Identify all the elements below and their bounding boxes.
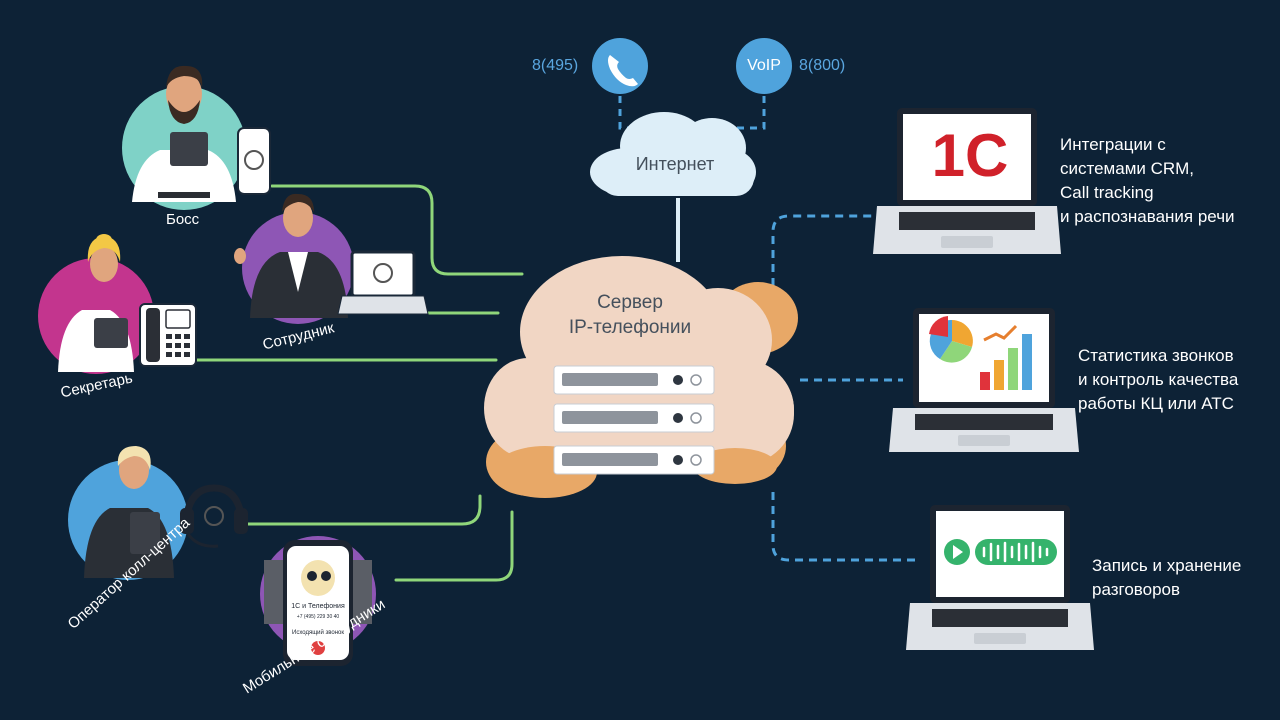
mobile-call-status: Исходящий звонок: [292, 630, 344, 636]
phone-node: [592, 38, 648, 94]
mobile-app-name: 1С и Телефония: [291, 603, 345, 610]
voip-node: [736, 38, 792, 94]
audio-player-icon: [944, 539, 1057, 565]
headset-icon: [180, 484, 248, 548]
server-unit: [553, 445, 715, 475]
label-boss: Босс: [166, 211, 200, 228]
brand-logo-1c: 1С: [931, 122, 1009, 189]
feature-statistics-line: Статистика звонков: [1078, 346, 1234, 365]
feature-statistics: Статистика звонков и контроль качества р…: [1078, 344, 1238, 416]
phone-number-left: 8(495): [532, 57, 579, 74]
laptop-integration: [873, 108, 1061, 254]
phone-handset-icon: [608, 55, 638, 87]
server-racks: [553, 365, 715, 475]
feature-integration-line: Интеграции с: [1060, 135, 1166, 154]
feature-integration-line: и распознавания речи: [1060, 207, 1235, 226]
dashed-connectors-right: [771, 214, 920, 562]
phone-number-right: 8(800): [799, 57, 846, 74]
feature-integration: Интеграции с системами CRM, Call trackin…: [1060, 133, 1235, 229]
operator-avatar: [68, 446, 188, 580]
green-connection-lines: [194, 184, 524, 582]
desk-phone-icon: [139, 303, 197, 367]
operator-line: [244, 494, 482, 526]
feature-recording-line: Запись и хранение: [1092, 556, 1242, 575]
server-unit: [553, 403, 715, 433]
internet-cloud: [590, 112, 756, 196]
hang-up-icon: [311, 641, 325, 655]
voip-label: VoIP: [747, 57, 781, 74]
feature-recording: Запись и хранение разговоров: [1092, 554, 1241, 602]
boss-avatar: [122, 65, 246, 210]
mobile-line: [394, 510, 514, 582]
internet-label: Интернет: [635, 154, 715, 174]
laptop-statistics: [889, 308, 1079, 452]
boss-smartphone-icon: [237, 127, 271, 195]
pie-chart-icon: [929, 316, 973, 363]
feature-integration-line: системами CRM,: [1060, 159, 1195, 178]
laptop-recording: [906, 505, 1094, 650]
server-label-line1: Сервер: [597, 292, 663, 313]
employee-avatar: [234, 193, 354, 324]
employee-laptop-icon: [337, 250, 429, 315]
boss-line: [270, 184, 524, 276]
server-unit: [553, 365, 715, 395]
bar-chart-icon: [980, 324, 1032, 390]
server-label-line2: IP-телефонии: [568, 317, 692, 338]
feature-statistics-line: и контроль качества: [1078, 370, 1239, 389]
mobile-phone-number: +7 (495) 229 30 40: [296, 614, 340, 620]
server-label: Сервер IP-телефонии: [560, 290, 700, 340]
secretary-avatar: [38, 234, 154, 374]
mobile-phone-device: [283, 540, 353, 666]
mobile-screen-text: 1С и Телефония +7 (495) 229 30 40 Исходя…: [287, 602, 349, 638]
feature-integration-line: Call tracking: [1060, 183, 1154, 202]
feature-recording-line: разговоров: [1092, 580, 1181, 599]
feature-statistics-line: работы КЦ или АТС: [1078, 394, 1234, 413]
